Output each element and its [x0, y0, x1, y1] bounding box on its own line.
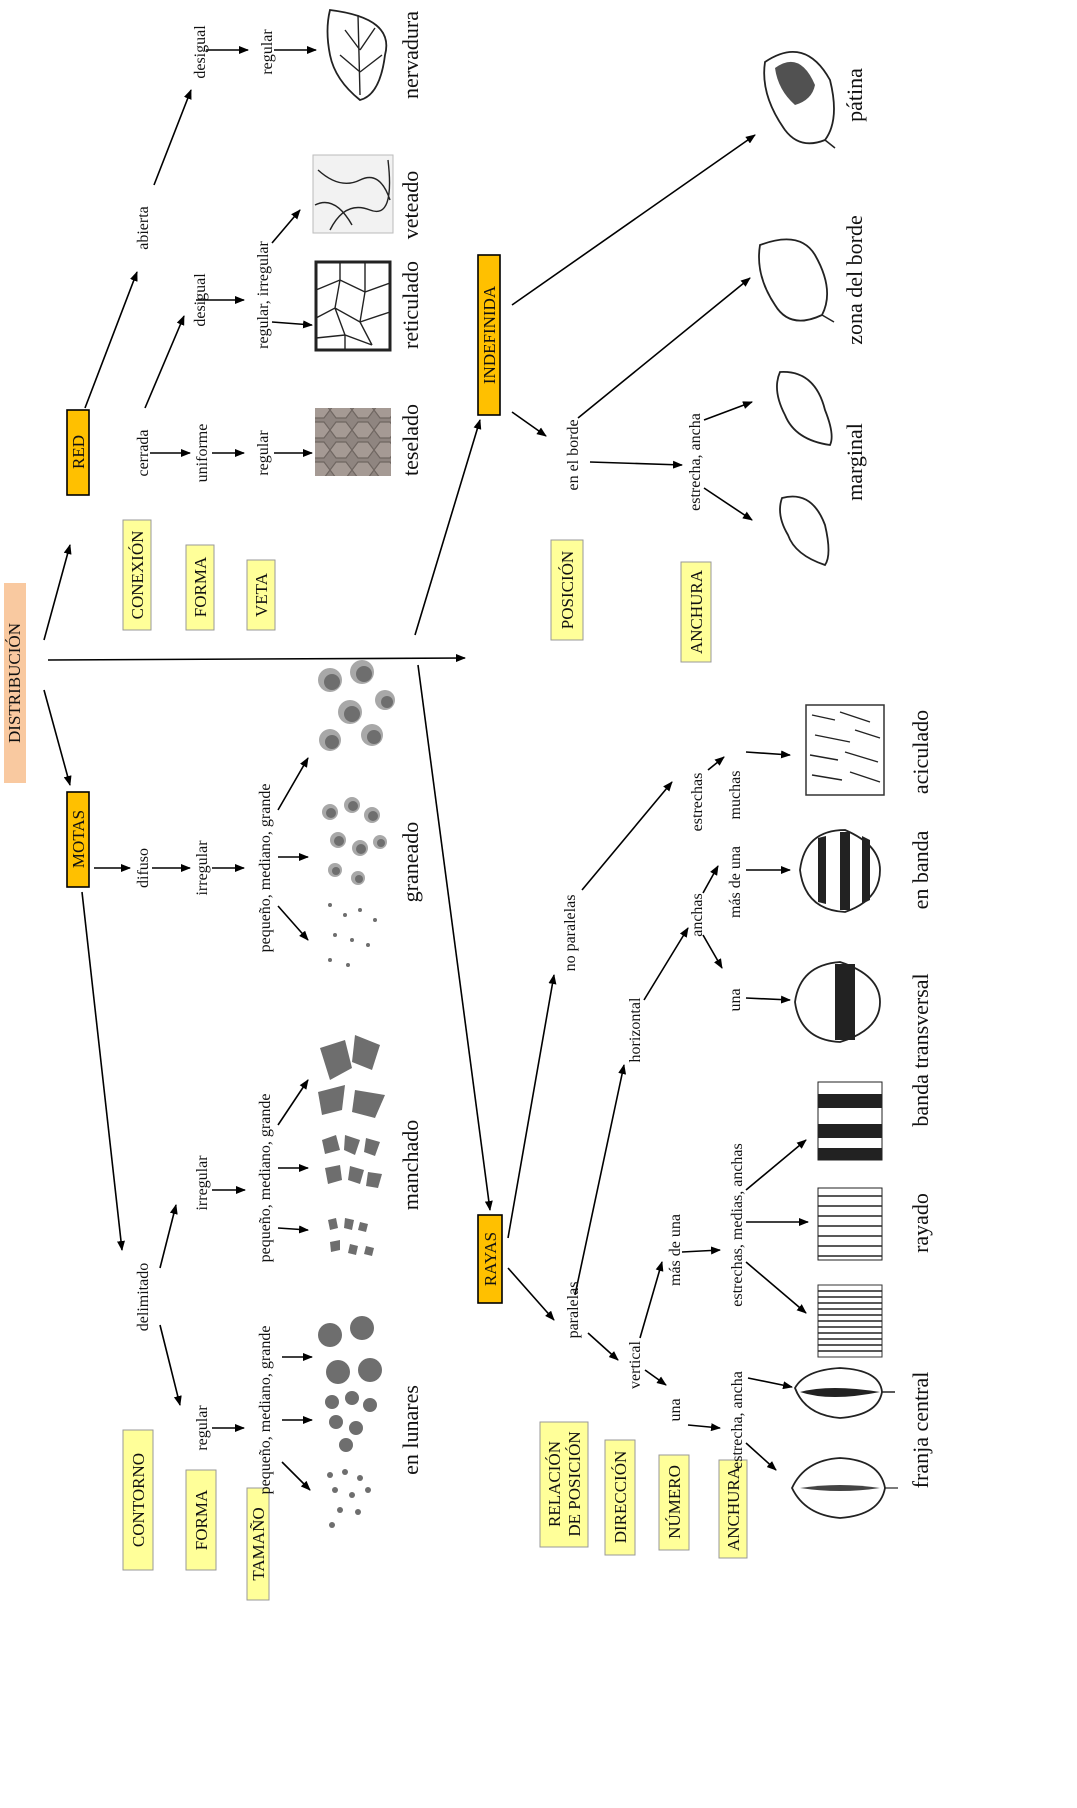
svg-text:regular: regular — [255, 430, 272, 476]
branch-labels: abierta cerrada desigual regular desigua… — [135, 25, 746, 1495]
svg-text:irregular: irregular — [194, 840, 211, 896]
distribution-box — [4, 583, 26, 783]
svg-text:regular: regular — [259, 29, 276, 75]
svg-text:teselado: teselado — [398, 404, 423, 476]
distribution-label: DISTRIBUCIÓN — [5, 623, 24, 743]
svg-text:abierta: abierta — [135, 206, 152, 250]
rayado-illustrations — [817, 1081, 883, 1358]
svg-text:franja central: franja central — [908, 1372, 933, 1489]
nervadura-illustration — [326, 9, 388, 101]
svg-text:delimitado: delimitado — [135, 1263, 152, 1331]
rayas-box-label: RAYAS — [481, 1232, 500, 1286]
svg-text:paralelas: paralelas — [565, 1282, 582, 1339]
svg-text:CONTORNO: CONTORNO — [129, 1453, 148, 1547]
svg-text:DE POSICIÓN: DE POSICIÓN — [565, 1431, 584, 1536]
svg-text:nervadura: nervadura — [398, 11, 423, 99]
svg-text:VETA: VETA — [252, 572, 271, 617]
svg-text:no paralelas: no paralelas — [562, 895, 579, 972]
reticulado-illustration — [314, 260, 392, 352]
marginal-illustration — [776, 371, 833, 567]
svg-text:zona del borde: zona del borde — [842, 215, 867, 345]
svg-text:estrechas: estrechas — [689, 773, 706, 832]
svg-text:ANCHURA: ANCHURA — [724, 1466, 743, 1551]
svg-text:estrechas, medias, anchas: estrechas, medias, anchas — [729, 1143, 746, 1306]
svg-text:rayado: rayado — [908, 1193, 933, 1253]
aciculado-illustration — [805, 704, 885, 796]
svg-text:reticulado: reticulado — [398, 261, 423, 349]
svg-text:banda transversal: banda transversal — [908, 973, 933, 1126]
svg-text:regular: regular — [194, 1405, 211, 1451]
svg-text:irregular: irregular — [194, 1155, 211, 1211]
red-box-label: RED — [69, 435, 88, 469]
banda-transversal-illustration — [794, 961, 881, 1043]
en-banda-illustration — [799, 829, 881, 913]
svg-text:RELACIÓN: RELACIÓN — [545, 1441, 564, 1527]
svg-text:cerrada: cerrada — [135, 429, 152, 476]
svg-text:ANCHURA: ANCHURA — [687, 569, 706, 654]
svg-text:desigual: desigual — [192, 25, 209, 79]
manchado-illustration — [318, 1035, 385, 1256]
svg-text:estrecha, ancha: estrecha, ancha — [729, 1371, 746, 1469]
graneado-illustration — [318, 660, 395, 967]
svg-text:estrecha, ancha: estrecha, ancha — [687, 413, 704, 511]
svg-text:FORMA: FORMA — [191, 556, 210, 617]
svg-text:una: una — [727, 988, 744, 1011]
svg-text:vertical: vertical — [627, 1340, 644, 1389]
svg-text:TAMAÑO: TAMAÑO — [249, 1507, 268, 1580]
veteado-illustration — [312, 154, 394, 234]
svg-text:POSICIÓN: POSICIÓN — [558, 551, 577, 629]
svg-text:en lunares: en lunares — [398, 1385, 423, 1475]
svg-text:marginal: marginal — [842, 423, 867, 501]
svg-text:regular, irregular: regular, irregular — [255, 240, 272, 348]
svg-text:anchas: anchas — [689, 893, 706, 937]
svg-text:aciculado: aciculado — [908, 710, 933, 794]
svg-text:más de una: más de una — [667, 1214, 684, 1286]
svg-text:veteado: veteado — [398, 171, 423, 239]
patina-illustration — [763, 51, 836, 149]
svg-text:muchas: muchas — [727, 771, 744, 820]
franja-central-illustrations — [791, 1367, 898, 1519]
svg-text:pátina: pátina — [842, 68, 867, 122]
svg-text:pequeño, mediano, grande: pequeño, mediano, grande — [257, 1326, 274, 1495]
result-labels: nervadura veteado reticulado teselado pá… — [398, 11, 933, 1489]
en-lunares-illustration — [318, 1316, 382, 1528]
svg-text:graneado: graneado — [398, 822, 423, 903]
main-category-boxes: RED MOTAS RAYAS INDEFINIDA — [66, 254, 503, 1304]
zona-del-borde-illustration — [758, 238, 835, 323]
svg-text:NÚMERO: NÚMERO — [665, 1465, 684, 1539]
motas-box-label: MOTAS — [69, 810, 88, 868]
svg-text:uniforme: uniforme — [194, 424, 211, 483]
svg-text:CONEXIÓN: CONEXIÓN — [128, 531, 147, 620]
svg-text:una: una — [667, 1398, 684, 1421]
svg-text:en banda: en banda — [908, 830, 933, 909]
attribute-boxes: CONEXIÓN FORMA VETA CONTORNO FORMA TAMAÑ… — [122, 519, 748, 1601]
svg-text:DIRECCIÓN: DIRECCIÓN — [611, 1451, 630, 1544]
svg-text:difuso: difuso — [135, 848, 152, 888]
connector-arrows — [43, 46, 809, 1491]
teselado-illustration — [315, 408, 391, 476]
svg-text:más de una: más de una — [727, 846, 744, 918]
svg-text:manchado: manchado — [398, 1120, 423, 1210]
svg-text:FORMA: FORMA — [192, 1489, 211, 1550]
svg-text:en el borde: en el borde — [565, 419, 582, 490]
indefinida-box-label: INDEFINIDA — [480, 285, 499, 384]
svg-text:pequeño, mediano, grande: pequeño, mediano, grande — [257, 784, 274, 953]
svg-text:horizontal: horizontal — [627, 997, 644, 1062]
svg-text:pequeño, mediano, grande: pequeño, mediano, grande — [257, 1094, 274, 1263]
svg-text:desigual: desigual — [192, 273, 209, 327]
